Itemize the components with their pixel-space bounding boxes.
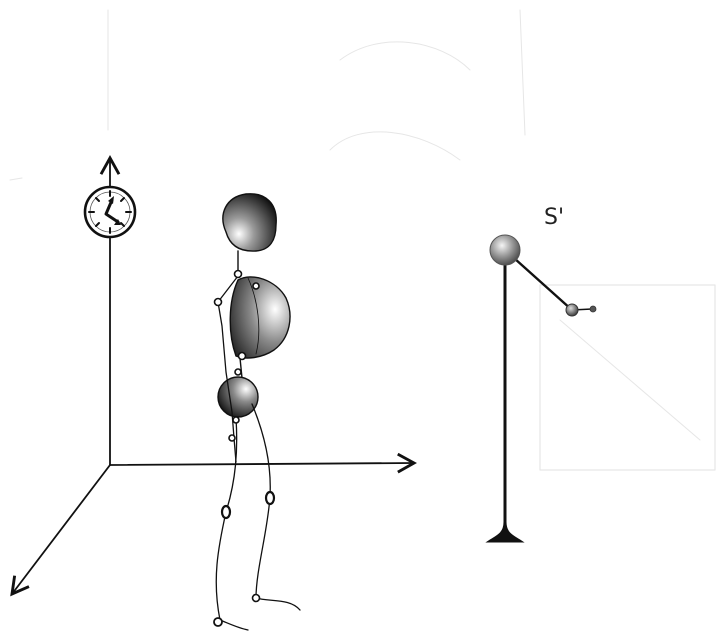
pendulum-pivot-ball bbox=[490, 235, 520, 265]
pendulum-bob-tip bbox=[590, 306, 596, 312]
figure-chest bbox=[230, 277, 290, 358]
clock-icon bbox=[85, 187, 135, 237]
pendulum-label: S' bbox=[544, 205, 564, 230]
depth-axis bbox=[12, 465, 110, 594]
pendulum-bob bbox=[566, 304, 578, 316]
pendulum: S' bbox=[487, 205, 596, 542]
coordinate-axes bbox=[12, 158, 414, 594]
stick-figure bbox=[214, 194, 300, 630]
figure-pelvis bbox=[218, 377, 258, 417]
figure-head bbox=[223, 194, 276, 251]
horizontal-axis bbox=[110, 463, 414, 465]
faint-background-sketch bbox=[10, 10, 715, 470]
